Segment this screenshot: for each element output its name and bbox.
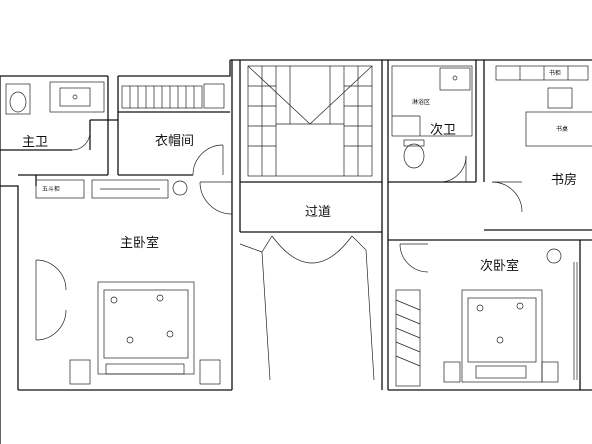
label-second-bath: 次卫 (430, 122, 456, 137)
doors (35, 131, 523, 341)
label-cloakroom: 衣帽间 (155, 133, 194, 148)
master-bedroom-furniture (35, 179, 221, 385)
label-master-bath: 主卫 (22, 134, 48, 149)
label-master-bedroom: 主卧室 (120, 235, 159, 250)
label-study: 书房 (551, 172, 577, 187)
label-cabinet: 书柜 (549, 69, 561, 77)
cloakroom-rack (121, 83, 225, 109)
label-dresser: 五斗柜 (42, 185, 60, 193)
label-corridor: 过道 (305, 204, 331, 219)
label-second-bedroom: 次卧室 (480, 258, 519, 273)
interior-walls (0, 60, 592, 390)
second-bedroom-furniture (395, 248, 578, 387)
study-furniture (495, 65, 592, 147)
second-bath-fixtures (391, 65, 473, 169)
label-desk: 书桌 (556, 125, 568, 133)
staircase (247, 65, 373, 177)
label-shower-area: 淋浴区 (412, 98, 430, 106)
exterior-walls (0, 59, 592, 444)
master-bath-fixtures (5, 81, 105, 115)
corridor-arch (239, 235, 375, 381)
